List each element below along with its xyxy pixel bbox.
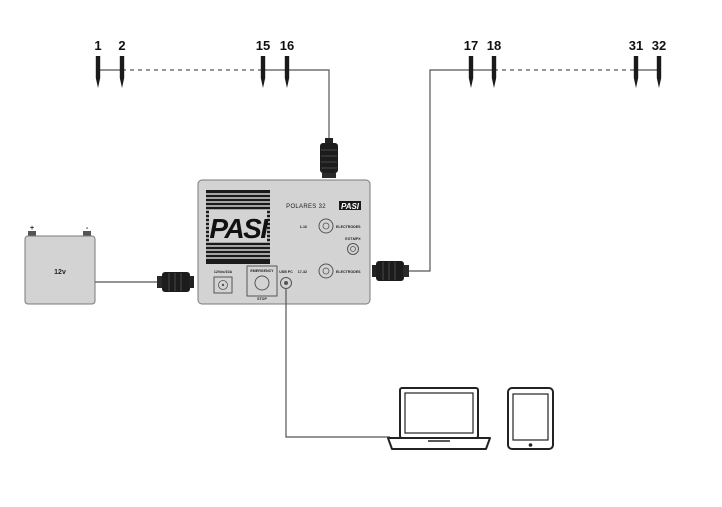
electrode-label-2: 2 [118,38,125,53]
brand-logo-large: PASI [209,213,269,244]
battery-plus-label: + [30,225,34,232]
polares-device: PASI POLARES 32 PASI 1-16 ELECTRODES EXT… [197,179,371,305]
electrode-stake-icon [119,56,125,88]
electrode-label-15: 15 [256,38,270,53]
usb-socket[interactable] [280,277,292,289]
usb-label: USB PC [279,270,293,274]
electrode-stake-icon [491,56,497,88]
electrode-socket-bottom[interactable] [318,263,334,279]
electrode-socket-top[interactable] [318,218,334,234]
ext-mpx-label: EXT.MPX [345,237,361,241]
electrode-stake-icon [468,56,474,88]
electrode-labels-right: 17 18 31 32 [464,38,666,53]
emergency-label: EMERGENCY [250,269,274,273]
top-cable-plug-icon [320,138,338,178]
electrode-stake-icon [633,56,639,88]
brand-logo-small: PASI [341,202,360,211]
emergency-stop-button[interactable] [254,275,270,291]
battery-minus-label: - [86,225,89,232]
electrode-label-32: 32 [652,38,666,53]
electrode-stake-icon [284,56,290,88]
electrode-stake-icon [656,56,662,88]
electrodes-label-top: ELECTRODES [336,225,361,229]
electrode-stake-icon [260,56,266,88]
electrode-cable-right [408,69,659,272]
electrode-label-31: 31 [629,38,643,53]
range-label-bottom: 17-32 [298,270,307,274]
tablet-icon [507,387,554,450]
electrode-label-18: 18 [487,38,501,53]
electrode-labels-left: 1 2 15 16 [94,38,294,53]
usb-cable [285,289,390,438]
power-label: 12Vdc/10A [214,270,233,274]
electrode-stake-icon [95,56,101,88]
electrode-cable-left [98,69,330,140]
brand-stripes: PASI [206,190,271,264]
right-cable-plug-icon [372,261,409,281]
electrode-stakes [95,56,662,88]
battery-cable-plug-icon [157,272,194,292]
device-model-label: POLARES 32 [286,204,326,210]
stop-label: STOP [257,297,267,301]
battery-voltage-label: 12v [54,269,66,276]
laptop-icon [387,387,491,450]
power-socket[interactable] [213,276,233,294]
electrode-label-17: 17 [464,38,478,53]
ext-mpx-socket[interactable] [347,243,359,255]
electrode-label-16: 16 [280,38,294,53]
range-label-top: 1-16 [300,225,307,229]
electrodes-label-bottom: ELECTRODES [336,270,361,274]
battery-icon: + - 12v [24,225,96,305]
electrode-label-1: 1 [94,38,101,53]
